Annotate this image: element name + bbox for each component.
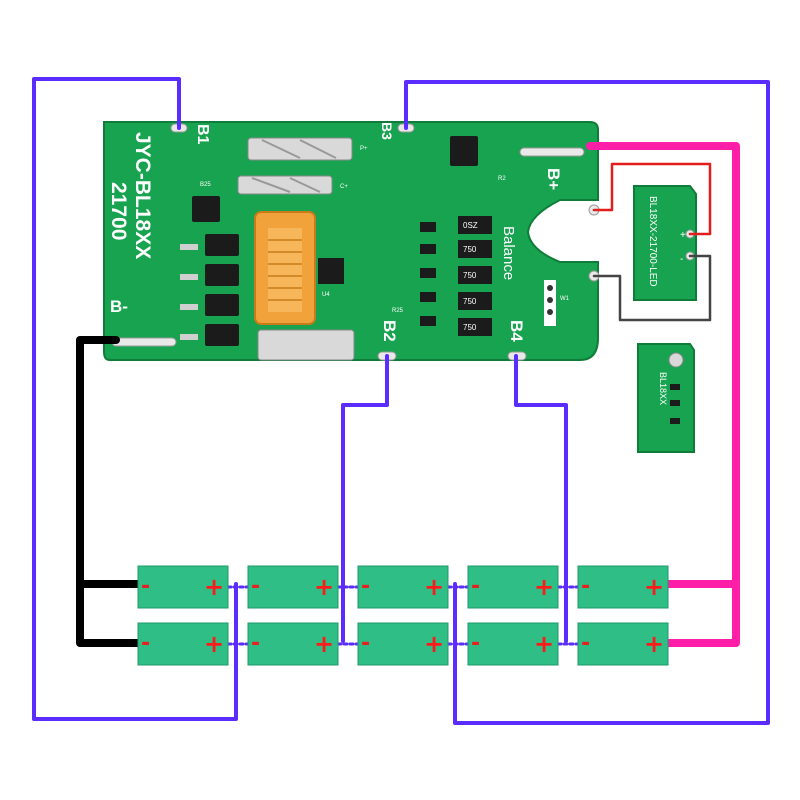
battery-cell: -+ xyxy=(467,565,559,609)
wire-b-minus xyxy=(76,336,142,647)
pad-label-b-minus: B- xyxy=(110,297,128,316)
cell-plus-sign: + xyxy=(424,573,444,601)
balance-label: Balance xyxy=(500,226,517,280)
battery-cell: -+ xyxy=(577,565,669,609)
shunt-group xyxy=(237,137,355,361)
main-bms-board: JYC-BL18XX 21700 Balance B1 B3 B2 B4 B+ … xyxy=(103,121,600,361)
cell-minus-sign: - xyxy=(251,574,260,599)
battery-cell-body xyxy=(137,622,229,666)
board-size-text: 21700 xyxy=(107,182,130,240)
ref-u4: U4 xyxy=(322,292,330,298)
cell-minus-sign: - xyxy=(141,631,150,656)
cell-minus-sign: - xyxy=(251,631,260,656)
ref-w1: W1 xyxy=(560,296,570,302)
pad-label-b2: B2 xyxy=(380,320,399,342)
cell-minus-sign: - xyxy=(141,574,150,599)
cell-minus-sign: - xyxy=(581,631,590,656)
wire-b-plus xyxy=(586,142,740,647)
cell-plus-sign: + xyxy=(314,573,334,601)
pad-b-minus xyxy=(111,337,177,347)
battery-cell: -+ xyxy=(357,565,449,609)
wire-led-minus xyxy=(592,254,712,322)
ref-c-plus: C+ xyxy=(340,184,348,190)
pad-b-plus xyxy=(519,147,585,157)
balance-components xyxy=(420,222,436,326)
switch-button-icon xyxy=(668,352,684,368)
cell-plus-sign: + xyxy=(644,630,664,658)
cell-minus-sign: - xyxy=(471,631,480,656)
cell-plus-sign: + xyxy=(534,573,554,601)
ref-p-plus: P+ xyxy=(360,146,368,152)
battery-cell: -+ xyxy=(137,622,229,666)
battery-cell-body xyxy=(357,565,449,609)
battery-cell: -+ xyxy=(247,565,339,609)
cell-minus-sign: - xyxy=(471,574,480,599)
pad-label-b1: B1 xyxy=(194,124,211,145)
wire-b1 xyxy=(32,77,238,721)
resistor-column: 0SZ 750 750 750 750 xyxy=(458,216,492,336)
cell-plus-sign: + xyxy=(204,573,224,601)
resistor-code-1: 0SZ xyxy=(463,221,478,230)
led-minus-mark: - xyxy=(680,254,683,265)
led-board: BL18XX-21700-LED + - xyxy=(633,185,697,301)
switch-board-label: BL18XX xyxy=(658,372,668,405)
battery-cell: -+ xyxy=(137,565,229,609)
battery-cell-body xyxy=(247,622,339,666)
battery-cell-body xyxy=(467,565,559,609)
ref-b25: B25 xyxy=(200,182,211,188)
led-board-label: BL18XX-21700-LED xyxy=(647,196,658,287)
cell-plus-sign: + xyxy=(424,630,444,658)
cell-plus-sign: + xyxy=(534,630,554,658)
pad-label-b-plus: B+ xyxy=(544,168,563,190)
resistor-code-4: 750 xyxy=(463,297,477,306)
battery-cell-body xyxy=(137,565,229,609)
resistor-code-3: 750 xyxy=(463,271,477,280)
mosfet-column xyxy=(192,136,478,346)
battery-cell: -+ xyxy=(247,622,339,666)
led-plus-mark: + xyxy=(680,230,686,241)
battery-cells: -+-+-+-+-+-+-+-+-+-+ xyxy=(137,565,669,666)
wire-led-plus xyxy=(592,162,712,236)
battery-cell-body xyxy=(577,565,669,609)
switch-board: BL18XX xyxy=(637,343,695,453)
mosfet-tabs xyxy=(180,244,198,340)
orange-connector xyxy=(254,211,316,325)
battery-cell: -+ xyxy=(467,622,559,666)
protection-ic xyxy=(318,258,344,284)
wire-b3 xyxy=(404,80,770,725)
battery-cell-body xyxy=(467,622,559,666)
resistor-code-2: 750 xyxy=(463,245,477,254)
battery-cell: -+ xyxy=(357,622,449,666)
ref-r2: R2 xyxy=(498,176,506,182)
pad-label-b4: B4 xyxy=(507,320,526,342)
cell-plus-sign: + xyxy=(644,573,664,601)
battery-cell: -+ xyxy=(577,622,669,666)
cell-plus-sign: + xyxy=(314,630,334,658)
pin-header xyxy=(544,280,556,326)
battery-cell-body xyxy=(247,565,339,609)
resistor-code-5: 750 xyxy=(463,323,477,332)
wire-b2 xyxy=(341,354,389,643)
wires xyxy=(32,77,770,725)
cell-minus-sign: - xyxy=(361,574,370,599)
battery-cell-body xyxy=(577,622,669,666)
cell-plus-sign: + xyxy=(204,630,224,658)
ref-r25: R25 xyxy=(392,308,404,314)
battery-cell-body xyxy=(357,622,449,666)
wire-b4 xyxy=(514,354,568,643)
cell-minus-sign: - xyxy=(361,631,370,656)
pad-label-b3: B3 xyxy=(379,122,395,140)
cell-minus-sign: - xyxy=(581,574,590,599)
board-model-text: JYC-BL18XX xyxy=(131,132,154,259)
